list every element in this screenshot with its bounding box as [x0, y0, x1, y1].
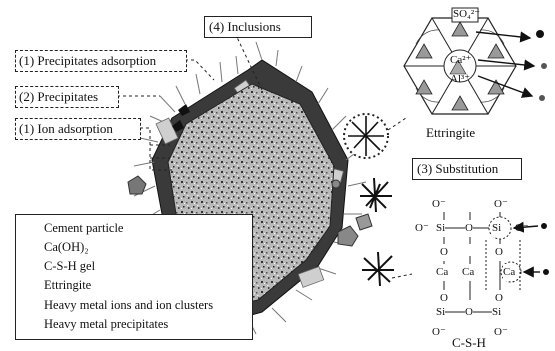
csh-silicon: Si — [436, 304, 445, 321]
callout-precipitates-adsorption-label: (1) Precipitates adsorption — [19, 52, 156, 69]
csh-oxygen: O — [440, 244, 448, 261]
csh-calcium: Ca — [503, 264, 515, 281]
heavy-metal-ion-icon — [543, 269, 549, 275]
ettringite-caption: Ettringite — [426, 124, 475, 141]
ettringite-so4-label: SO₄²⁻ — [453, 6, 480, 23]
cement-particle — [356, 214, 372, 230]
ettringite-ca-label: Ca²⁺ — [450, 52, 471, 69]
csh-oxygen: O — [465, 220, 473, 237]
ca-oh2-particle — [128, 176, 146, 194]
heavy-metal-ion-icon — [541, 223, 547, 229]
csh-silicon: Si — [436, 220, 445, 237]
csh-calcium: Ca — [436, 264, 448, 281]
ettringite-al-label: Al³⁺ — [450, 71, 470, 88]
csh-oxygen-minus: O⁻ — [415, 220, 429, 237]
callout-precipitates-adsorption: (1) Precipitates adsorption — [15, 50, 187, 72]
callout-substitution-label: (3) Substitution — [417, 160, 498, 177]
callout-inclusions: (4) Inclusions — [204, 16, 312, 38]
callout-precipitates: (2) Precipitates — [15, 86, 119, 108]
csh-silicon: Si — [492, 220, 501, 237]
csh-caption: C-S-H — [452, 334, 486, 351]
callout-substitution: (3) Substitution — [412, 158, 522, 180]
heavy-metal-ion — [332, 180, 340, 188]
callout-inclusions-label: (4) Inclusions — [209, 18, 281, 35]
csh-oxygen-minus: O⁻ — [515, 220, 529, 237]
csh-calcium: Ca — [462, 264, 474, 281]
ettringite-substituting-ions — [536, 30, 547, 101]
heavy-metal-ion-icon — [536, 30, 544, 38]
legend-label: Ca(OH)₂ — [44, 240, 89, 255]
csh-oxygen: O — [495, 244, 503, 261]
heavy-metal-ion-icon — [539, 95, 545, 101]
legend-label: Heavy metal precipitates — [44, 317, 168, 332]
csh-oxygen-minus: O⁻ — [494, 196, 508, 213]
csh-oxygen-minus: O⁻ — [432, 196, 446, 213]
csh-oxygen-minus: O⁻ — [432, 324, 446, 341]
csh-oxygen: O — [465, 304, 473, 321]
csh-silicon: Si — [492, 304, 501, 321]
heavy-metal-ion-icon — [541, 63, 547, 69]
legend-label: Ettringite — [44, 278, 91, 293]
csh-structure — [444, 212, 521, 312]
legend-label: Cement particle — [44, 221, 123, 236]
callout-ion-adsorption-label: (1) Ion adsorption — [19, 120, 113, 137]
legend-label: C-S-H gel — [44, 259, 95, 274]
legend-label: Heavy metal ions and ion clusters — [44, 298, 213, 313]
callout-ion-adsorption: (1) Ion adsorption — [15, 118, 141, 140]
csh-oxygen-minus: O⁻ — [494, 324, 508, 341]
callout-precipitates-label: (2) Precipitates — [19, 88, 98, 105]
ettringite-crystals — [360, 178, 394, 286]
